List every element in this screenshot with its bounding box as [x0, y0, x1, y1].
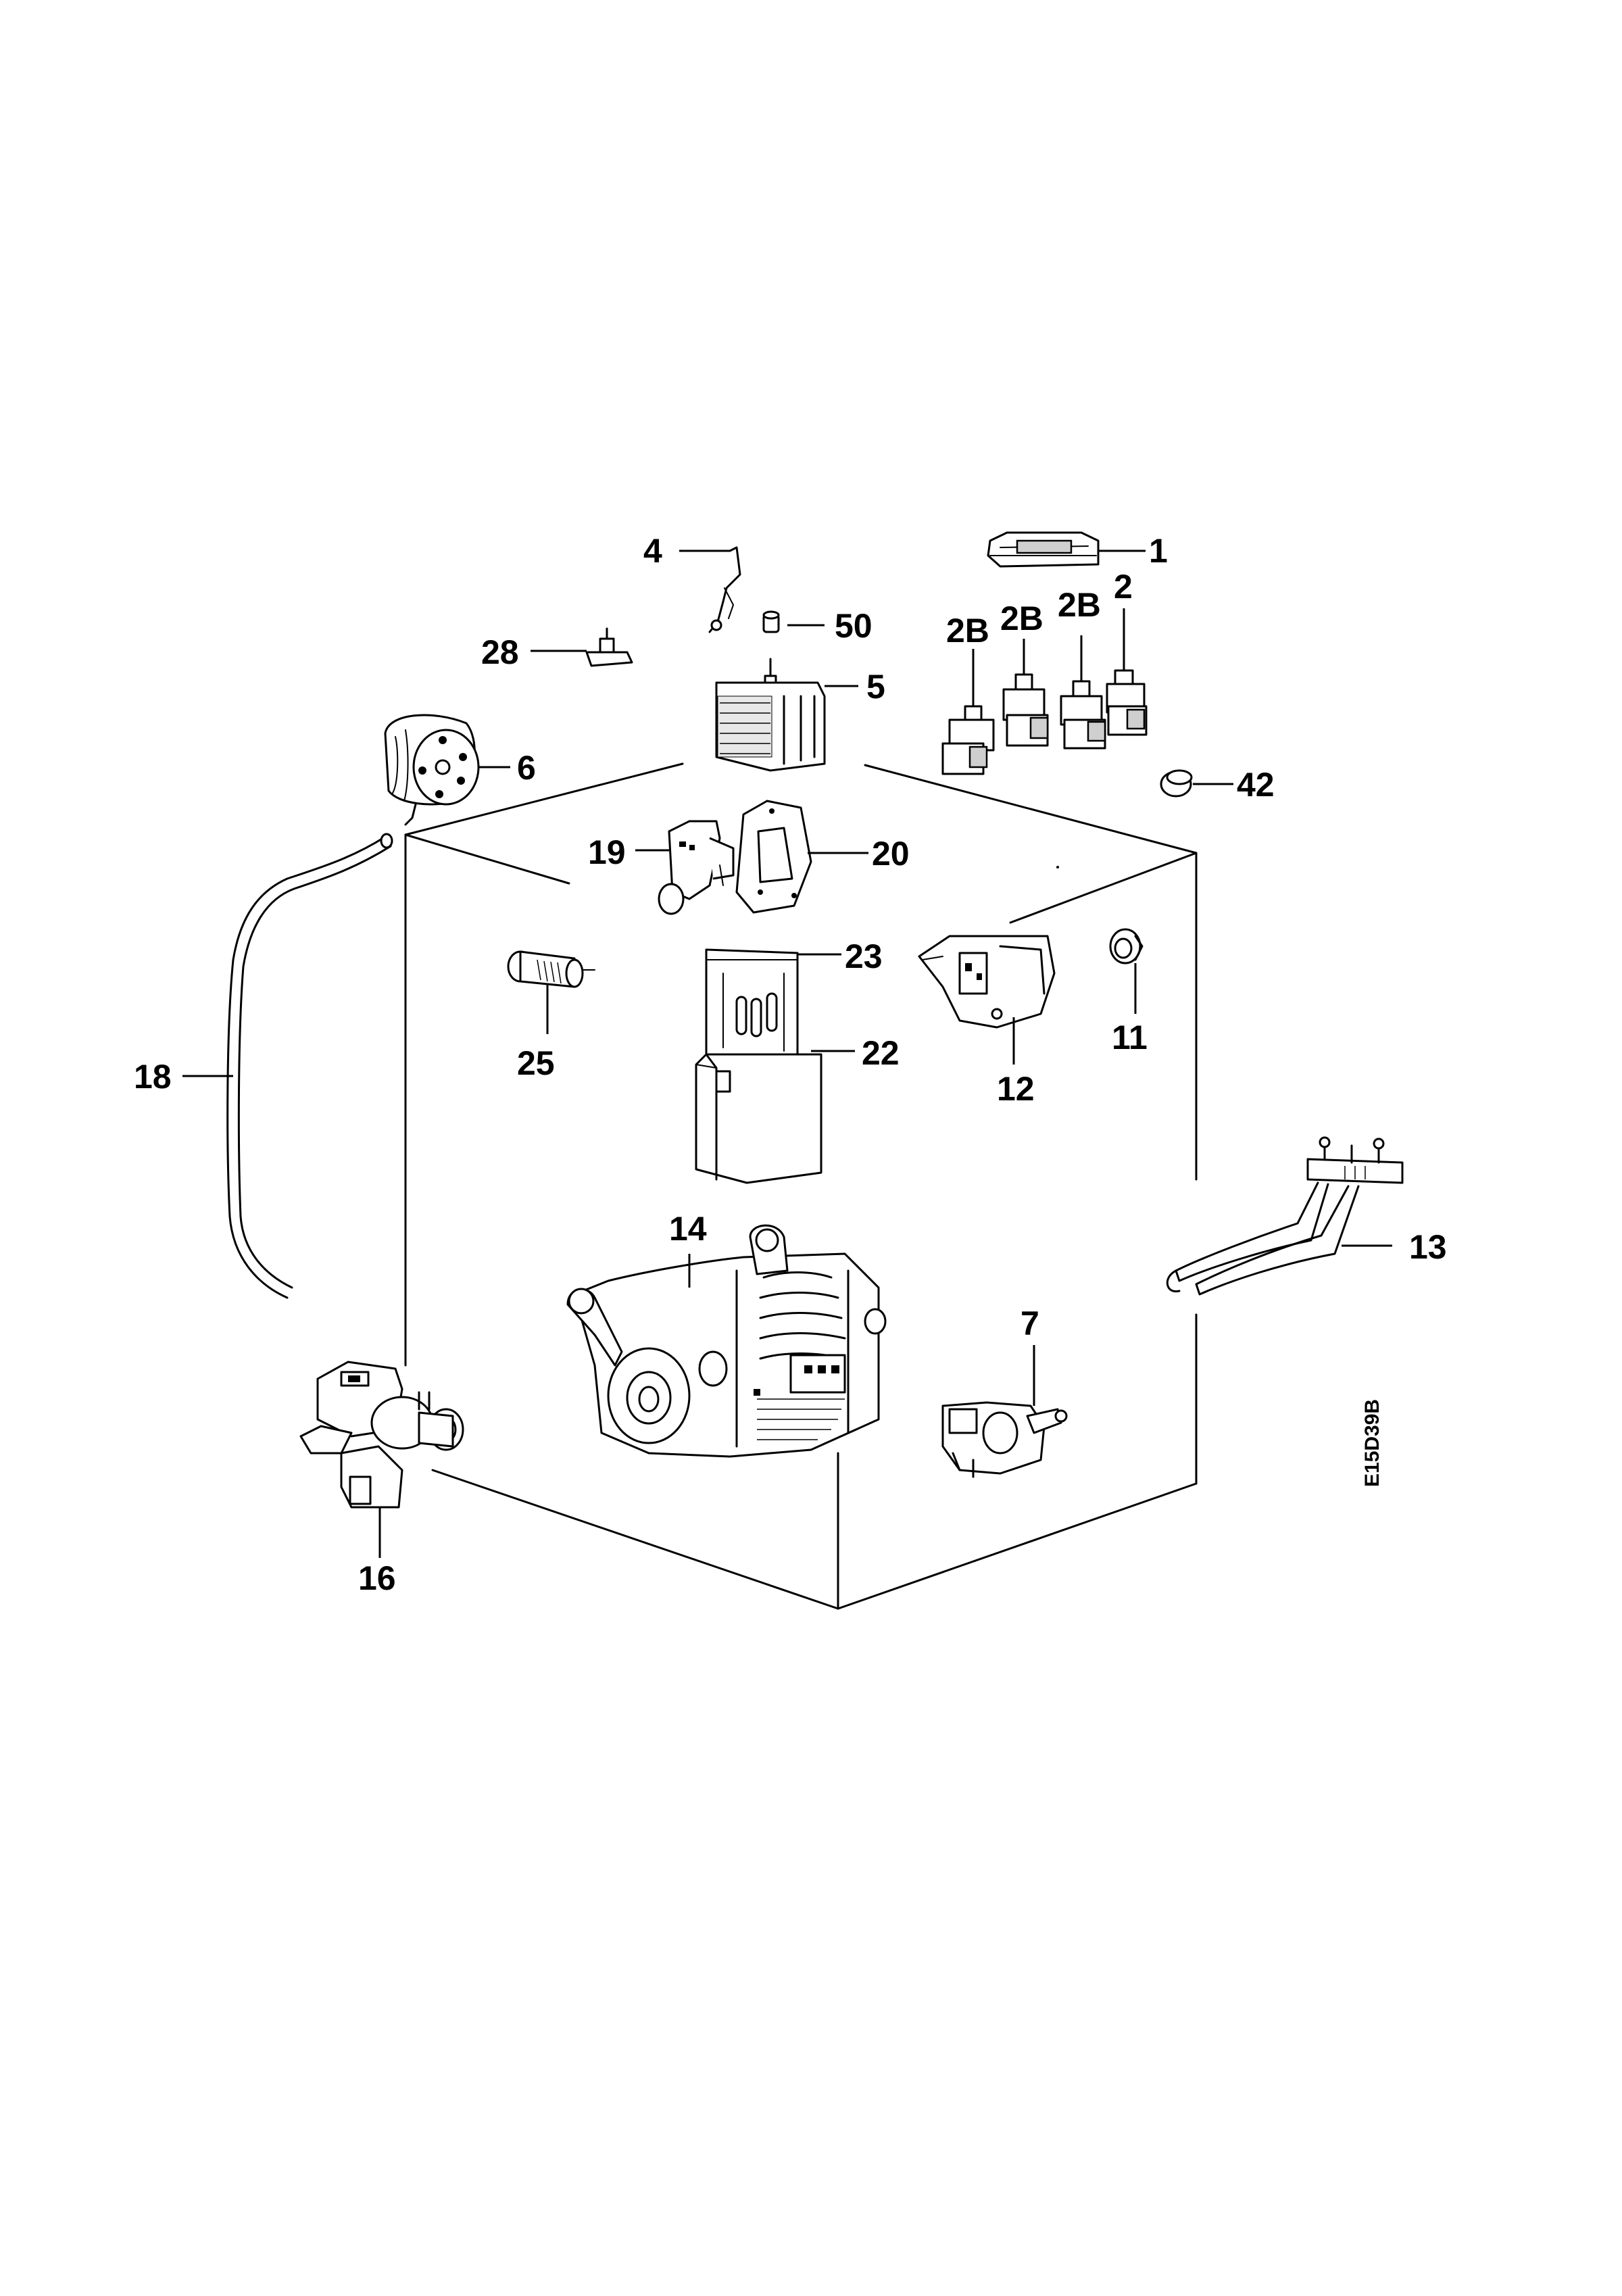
part-13-heating-element	[1166, 1136, 1404, 1296]
part-11-bushing	[1109, 928, 1144, 1014]
callout-25: 25	[517, 1044, 555, 1082]
callout-7: 7	[1021, 1304, 1039, 1342]
callout-50: 50	[835, 607, 873, 645]
callout-1: 1	[1149, 532, 1168, 570]
part-5-timer	[715, 658, 826, 772]
part-6-motor	[384, 714, 480, 826]
callout-12: 12	[997, 1070, 1035, 1108]
callout-2B-c: 2B	[1058, 586, 1101, 624]
callout-28: 28	[481, 633, 519, 671]
callout-19: 19	[588, 833, 626, 871]
callout-6: 6	[517, 749, 536, 787]
callout-labels: 1 2 2B 2B 2B 4 5 6 7 11 12 13 14 16 18 1…	[134, 532, 1447, 1597]
part-18-hose	[182, 833, 393, 1299]
callout-2: 2	[1114, 568, 1133, 606]
callout-13: 13	[1409, 1228, 1447, 1266]
part-20-gasket	[735, 800, 868, 914]
part-50-cap	[762, 610, 780, 633]
part-4-wire-probe	[708, 546, 741, 633]
callout-4: 4	[643, 532, 662, 570]
callout-14: 14	[669, 1210, 707, 1248]
part-28-small-switch	[531, 627, 633, 667]
callout-20: 20	[872, 835, 910, 873]
part-2B-control-b	[1002, 658, 1049, 747]
part-7-inlet-valve	[941, 1345, 1068, 1478]
callout-18: 18	[134, 1058, 172, 1096]
part-23-filter-insert	[705, 948, 841, 1056]
part-42-plug	[1160, 769, 1233, 798]
callout-2B-a: 2B	[946, 612, 989, 650]
callout-22: 22	[862, 1034, 900, 1072]
part-1-switch-plate	[987, 531, 1100, 568]
callout-23: 23	[845, 937, 883, 975]
part-2B-control-a	[941, 675, 995, 775]
cabinet-outline	[404, 762, 1198, 1610]
callout-42: 42	[1237, 766, 1275, 804]
part-2-control	[1106, 648, 1148, 736]
callout-2B-b: 2B	[1000, 600, 1043, 637]
part-16-drain-pump	[299, 1361, 464, 1558]
part-12-selector-switch	[918, 935, 1056, 1065]
part-14-drive-motor	[566, 1224, 887, 1458]
callout-11: 11	[1112, 1019, 1148, 1056]
drawing-code: E15D39B	[1361, 1399, 1383, 1487]
part-2B-control-c	[1060, 664, 1106, 750]
part-25-capacitor	[507, 950, 595, 1034]
part-22-dispenser-box	[695, 1050, 855, 1184]
callout-16: 16	[358, 1559, 396, 1597]
part-19-door-interlock	[635, 820, 735, 915]
callout-5: 5	[866, 668, 885, 706]
